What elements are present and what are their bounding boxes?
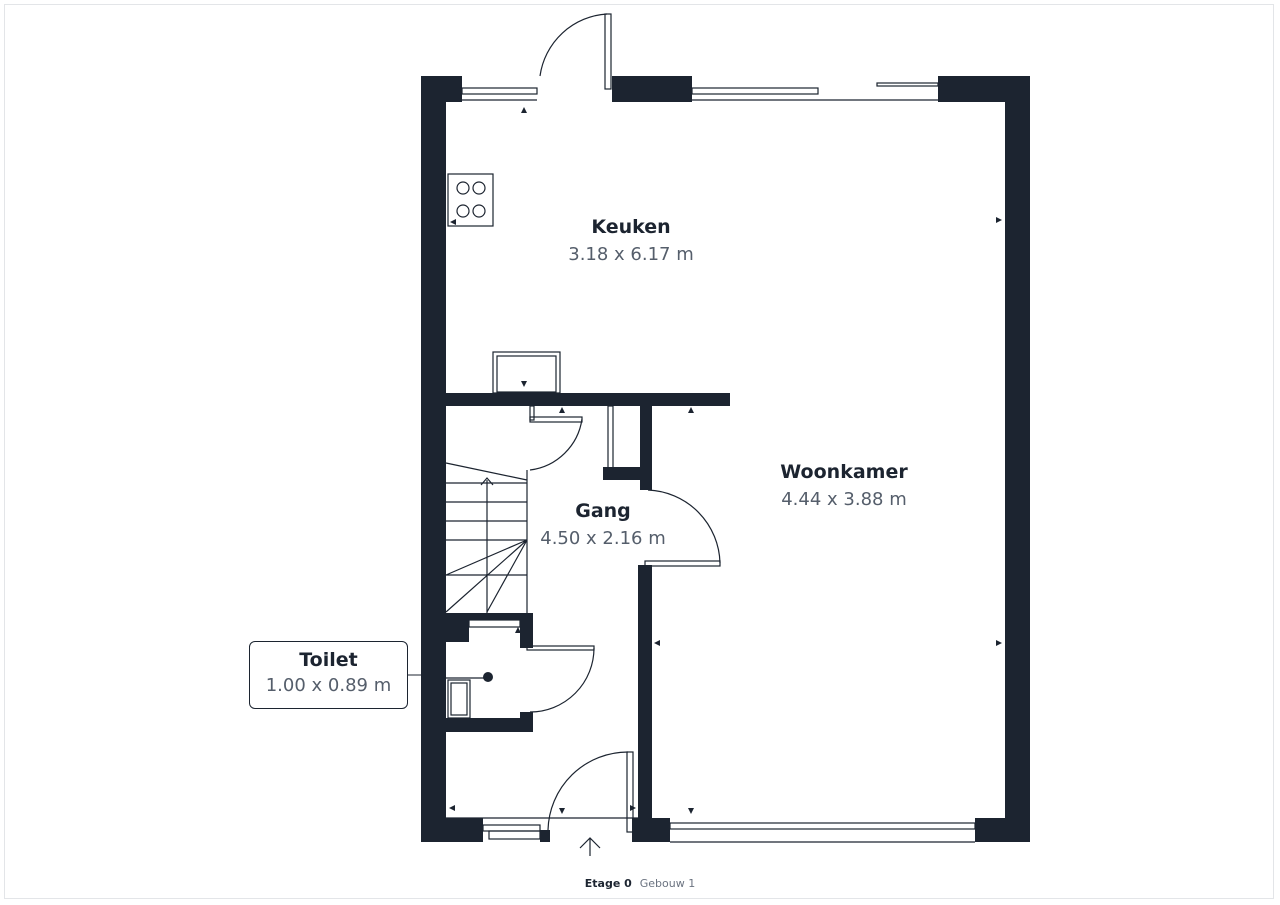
fixtures — [445, 13, 976, 856]
plan-frame — [4, 4, 1274, 899]
room-name: Gang — [575, 500, 631, 522]
room-label-keuken: Keuken 3.18 x 6.17 m — [568, 216, 694, 265]
room-name: Keuken — [591, 216, 671, 238]
floor-caption: Etage 0 Gebouw 1 — [0, 877, 1280, 890]
room-name: Toilet — [299, 649, 358, 671]
room-dimensions: 4.50 x 2.16 m — [540, 528, 666, 549]
toilet-bowl — [483, 672, 493, 682]
room-dimensions: 3.18 x 6.17 m — [568, 244, 694, 265]
floor-name: Etage 0 — [584, 877, 632, 890]
room-dimensions: 1.00 x 0.89 m — [265, 675, 392, 696]
room-name: Woonkamer — [780, 461, 908, 483]
room-label-gang: Gang 4.50 x 2.16 m — [540, 500, 666, 549]
room-dimensions: 4.44 x 3.88 m — [781, 489, 907, 510]
walls — [421, 76, 1030, 842]
room-label-toilet: Toilet 1.00 x 0.89 m — [249, 641, 408, 709]
room-label-woonkamer: Woonkamer 4.44 x 3.88 m — [780, 461, 907, 510]
outlet-markers — [449, 107, 1002, 814]
building-name: Gebouw 1 — [639, 877, 696, 890]
